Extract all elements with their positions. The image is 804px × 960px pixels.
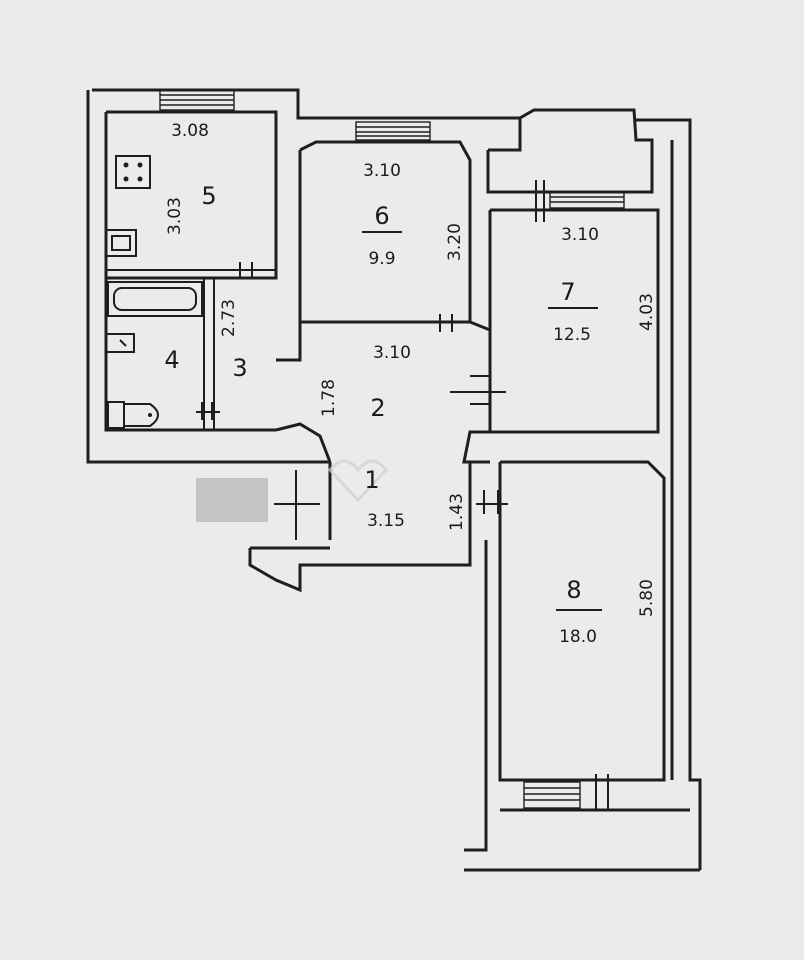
room-6-number: 6 [374, 202, 389, 230]
room-3-number: 3 [232, 354, 247, 382]
room-8-depth: 5.80 [637, 579, 657, 617]
labels: 3.08 5 3.03 3.10 6 9.9 3.20 3.10 7 12.5 … [164, 121, 657, 647]
room-7-width: 3.10 [561, 225, 599, 245]
watermark [328, 459, 388, 503]
room-8-number: 8 [566, 576, 581, 604]
room-5-width: 3.08 [171, 121, 209, 141]
room-outlines [106, 140, 666, 782]
room-5-number: 5 [201, 182, 216, 210]
room-5-depth: 3.03 [165, 197, 185, 235]
stove-icon [115, 155, 151, 189]
room-2-width: 3.10 [373, 343, 411, 363]
fixtures [105, 155, 203, 429]
room-2-depth: 1.78 [319, 379, 339, 417]
kitchen-sink-icon [105, 229, 137, 257]
bathtub-icon [107, 281, 203, 317]
area-bars [362, 231, 602, 611]
outer-walls [86, 88, 702, 872]
room-6-depth: 3.20 [445, 223, 465, 261]
room-6-width: 3.10 [363, 161, 401, 181]
room-7-depth: 4.03 [637, 293, 657, 331]
window-kitchen [159, 89, 235, 111]
window-room-6 [355, 121, 431, 141]
room-4-number: 4 [164, 346, 179, 374]
room-8-area: 18.0 [559, 627, 597, 647]
window-room-8 [523, 781, 581, 809]
windows [159, 89, 625, 809]
room-1-number: 1 [364, 466, 379, 494]
room-1-depth: 1.43 [447, 493, 467, 531]
toilet-icon [107, 401, 159, 429]
window-room-7 [549, 191, 625, 209]
room-6-area: 9.9 [368, 249, 395, 269]
balcony [486, 108, 654, 194]
door-marks [196, 180, 609, 810]
room-1-width: 3.15 [367, 511, 405, 531]
washbasin-icon [105, 333, 135, 353]
room-7-area: 12.5 [553, 325, 591, 345]
room-2-number: 2 [370, 394, 385, 422]
room-7-number: 7 [560, 278, 575, 306]
room-3-depth: 2.73 [219, 299, 239, 337]
redaction-box [196, 478, 268, 522]
